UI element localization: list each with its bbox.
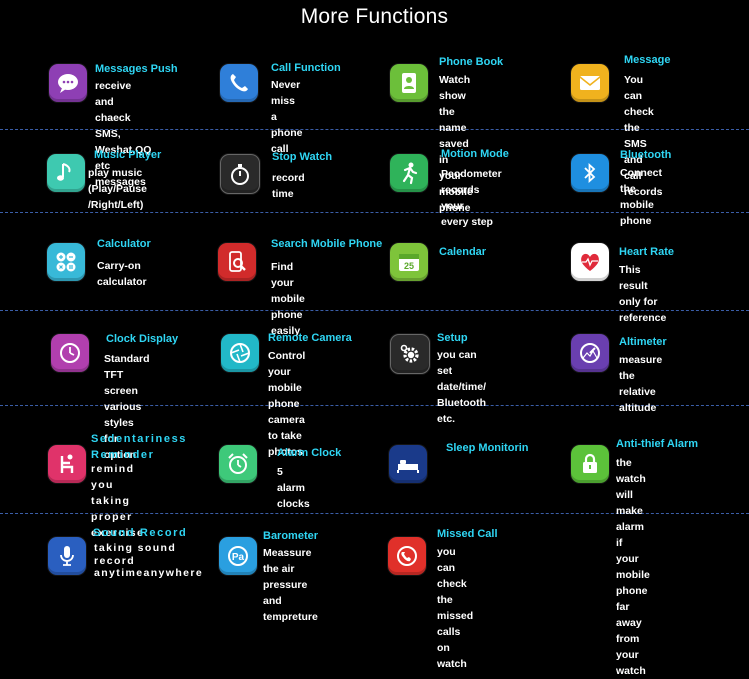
feature-title: Alarm Clock <box>277 447 342 459</box>
bluetooth-icon <box>571 154 609 192</box>
feature-title: Setup <box>437 332 468 344</box>
stopwatch-icon <box>220 154 260 194</box>
feature-description: Control your mobile phone camera to take… <box>268 350 306 458</box>
feature-description: You can check the SMS and call records <box>624 74 663 198</box>
alarm-clock-icon <box>219 445 257 483</box>
feature-description: remind you taking proper exercise <box>91 463 145 539</box>
feature-title: Calendar <box>439 246 487 258</box>
calendar-day: 25 <box>404 261 414 271</box>
feature-description: Find your mobile phone easily <box>271 261 305 337</box>
feature-title: Anti-thief Alarm <box>616 438 699 450</box>
calculator-icon <box>47 243 85 281</box>
feature-description: you can check the missed calls on watch <box>437 546 474 670</box>
feature-title: Phone Book <box>439 56 504 68</box>
row-divider <box>0 405 749 406</box>
runner-icon <box>390 154 428 192</box>
clock-icon <box>51 334 89 372</box>
feature-description: Peodometer records your every step <box>441 168 502 228</box>
feature-description: the watch will make alarm if your mobile… <box>616 457 650 677</box>
feature-description: measure the relative altitude <box>619 354 663 414</box>
feature-title: Remote Camera <box>268 332 352 344</box>
row-divider <box>0 129 749 130</box>
feature-description: 5 alarm clocks <box>277 466 310 510</box>
feature-title: Missed Call <box>437 528 498 540</box>
feature-title: Stop Watch <box>272 151 333 163</box>
gear-icon <box>390 334 430 374</box>
feature-title: Sound Record <box>93 527 188 539</box>
envelope-icon <box>571 64 609 102</box>
bed-icon <box>389 445 427 483</box>
row-divider <box>0 212 749 213</box>
calendar-icon: 25 <box>390 243 428 281</box>
feature-title: Calculator <box>97 238 151 250</box>
row-divider <box>0 310 749 311</box>
feature-title: Motion Mode <box>441 148 509 160</box>
feature-title: Messages Push <box>95 63 178 75</box>
lock-icon <box>571 445 609 483</box>
feature-title: Heart Rate <box>619 246 675 258</box>
page-title: More Functions <box>300 5 449 28</box>
feature-description: Never miss a phone call <box>271 79 303 155</box>
music-note-icon <box>47 154 85 192</box>
feature-description: Carry-on calculator <box>97 260 147 288</box>
feature-title: Altimeter <box>619 336 667 348</box>
feature-title: Message <box>624 54 671 66</box>
feature-description: This result only for reference <box>619 264 667 324</box>
feature-title: Sleep Monitorin <box>446 442 529 454</box>
altimeter-icon <box>571 334 609 372</box>
feature-title: Call Function <box>271 62 341 74</box>
feature-description: play music (Play/Pause /Right/Left) <box>88 167 147 211</box>
heart-icon <box>571 243 609 281</box>
missed-call-icon <box>388 537 426 575</box>
feature-description: taking sound record anytimeanywhere <box>94 542 204 579</box>
barometer-icon: Pa <box>219 537 257 575</box>
feature-description: record time <box>272 172 305 200</box>
search-phone-icon <box>218 243 256 281</box>
barometer-label: Pa <box>232 552 245 563</box>
feature-title: Barometer <box>263 530 319 542</box>
camera-shutter-icon <box>221 334 259 372</box>
feature-description: you can set date/time/ Bluetooth etc. <box>437 349 487 425</box>
chair-icon <box>48 445 86 483</box>
feature-description: Connect the mobile phone <box>620 167 662 227</box>
feature-description: Meassure the air pressure and tempreture <box>263 547 318 623</box>
feature-title: Sedentariness Reminder <box>91 433 188 461</box>
phone-icon <box>220 64 258 102</box>
feature-description: Standard TFT screen various styles for o… <box>104 353 150 461</box>
microphone-icon <box>48 537 86 575</box>
feature-title: Clock Display <box>106 333 179 345</box>
feature-description: Watch show the name saved in your mobile… <box>439 74 473 214</box>
feature-title: Search Mobile Phone <box>271 238 383 250</box>
contacts-icon <box>390 64 428 102</box>
feature-description: receive and chaeck SMS, Weshat,QQ etc me… <box>95 80 152 188</box>
chat-bubble-icon <box>49 64 87 102</box>
feature-title: Bluetooth <box>620 149 672 161</box>
row-divider <box>0 513 749 514</box>
feature-title: Music Player <box>94 149 162 161</box>
